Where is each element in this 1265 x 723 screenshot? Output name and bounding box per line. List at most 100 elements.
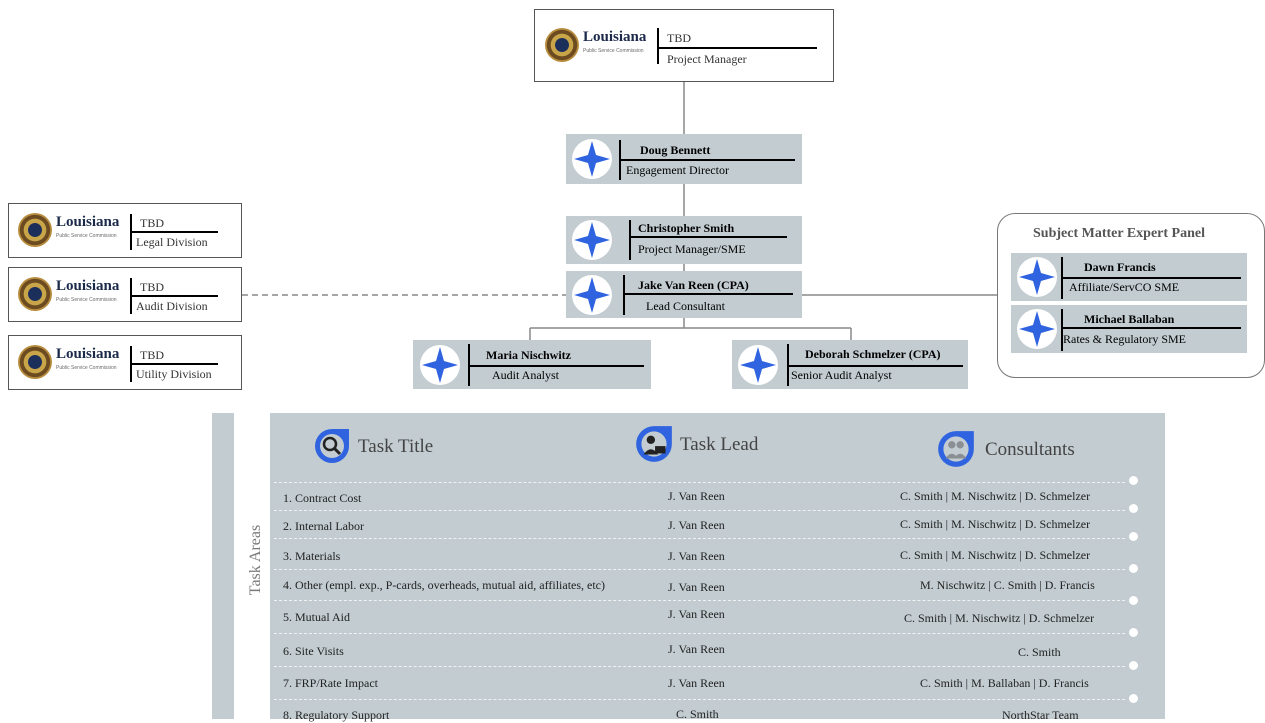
task-consultants-cell: M. Nischwitz | C. Smith | D. Francis: [920, 578, 1095, 592]
task-title-cell: 5. Mutual Aid: [283, 610, 351, 624]
person-role: Lead Consultant: [646, 299, 725, 313]
task-consultants-cell: C. Smith | M. Nischwitz | D. Schmelzer: [900, 489, 1091, 503]
psc-subtitle: Public Service Commission: [583, 48, 644, 54]
task-title-cell: 2. Internal Labor: [283, 519, 364, 533]
task-lead-icon: [633, 423, 675, 465]
person-role: Senior Audit Analyst: [791, 368, 892, 382]
card-christopher-smith: Christopher Smith Project Manager/SME: [566, 216, 802, 264]
card-doug-bennett: Doug Bennett Engagement Director: [566, 134, 802, 184]
row-dot: [1129, 694, 1138, 703]
task-consultants-cell: C. Smith: [1018, 645, 1061, 659]
person-role: Rates & Regulatory SME: [1063, 332, 1186, 346]
card-maria-nischwitz: Maria Nischwitz Audit Analyst: [413, 340, 651, 389]
row-dot: [1129, 476, 1138, 485]
magnifier-icon: [312, 426, 352, 466]
task-title-cell: 1. Contract Cost: [283, 491, 362, 505]
person-role: Audit Analyst: [492, 368, 560, 382]
person-name: Christopher Smith: [638, 221, 735, 235]
psc-seal-logo: [18, 213, 52, 247]
task-consultants-cell: C. Smith | M. Ballaban | D. Francis: [920, 676, 1089, 690]
person-name: Doug Bennett: [640, 143, 711, 157]
task-row: 8. Regulatory Support C. Smith NorthStar…: [274, 699, 1125, 722]
person-name: Dawn Francis: [1084, 260, 1156, 274]
task-title-cell: 8. Regulatory Support: [283, 708, 390, 722]
task-lead-cell: J. Van Reen: [668, 489, 725, 503]
psc-name: TBD: [667, 31, 691, 45]
task-row: 3. Materials J. Van Reen C. Smith | M. N…: [274, 538, 1125, 568]
task-title-cell: 7. FRP/Rate Impact: [283, 676, 378, 690]
northstar-icon: [420, 345, 460, 385]
northstar-icon: [572, 220, 612, 260]
psc-name: TBD: [140, 216, 164, 230]
task-lead-cell: J. Van Reen: [668, 676, 725, 690]
task-lead-cell: J. Van Reen: [668, 549, 725, 563]
task-title-cell: 4. Other (empl. exp., P-cards, overheads…: [283, 578, 606, 592]
task-row: 6. Site Visits J. Van Reen C. Smith: [274, 633, 1125, 663]
task-consultants-cell: C. Smith | M. Nischwitz | D. Schmelzer: [904, 611, 1095, 625]
task-title-cell: 3. Materials: [283, 549, 341, 563]
psc-role: Legal Division: [136, 235, 208, 249]
psc-audit-division-box: Louisiana Public Service Commission TBD …: [8, 267, 242, 322]
northstar-icon: [1017, 309, 1057, 349]
task-row: 2. Internal Labor J. Van Reen C. Smith |…: [274, 510, 1125, 540]
psc-role: Utility Division: [136, 367, 212, 381]
person-name: Jake Van Reen (CPA): [638, 278, 749, 292]
psc-seal-logo: [18, 345, 52, 379]
task-consultants-cell: C. Smith | M. Nischwitz | D. Schmelzer: [900, 548, 1091, 562]
task-title-cell: 6. Site Visits: [283, 644, 344, 658]
task-areas-label: Task Areas: [247, 524, 264, 596]
task-consultants-cell: C. Smith | M. Nischwitz | D. Schmelzer: [900, 517, 1091, 531]
northstar-icon: [1017, 257, 1057, 297]
northstar-icon: [572, 139, 612, 179]
task-lead-cell: J. Van Reen: [668, 642, 725, 656]
person-name: Michael Ballaban: [1084, 312, 1175, 326]
psc-wordmark: Louisiana: [56, 214, 120, 230]
psc-seal-logo: [18, 277, 52, 311]
psc-wordmark: Louisiana: [56, 346, 120, 362]
task-consultants-cell: NorthStar Team: [1002, 708, 1079, 722]
task-lead-cell: J. Van Reen: [668, 607, 725, 621]
row-dot: [1129, 504, 1138, 513]
task-lead-cell: J. Van Reen: [668, 518, 725, 532]
consultants-icon: [935, 428, 977, 470]
psc-utility-division-box: Louisiana Public Service Commission TBD …: [8, 335, 242, 390]
psc-wordmark: Louisiana: [583, 29, 647, 45]
psc-subtitle: Public Service Commission: [56, 233, 117, 239]
task-row: 5. Mutual Aid J. Van Reen C. Smith | M. …: [274, 600, 1125, 630]
psc-seal-logo: [545, 28, 579, 62]
person-role: Engagement Director: [626, 163, 729, 177]
person-role: Project Manager/SME: [638, 242, 746, 256]
sme-panel-title: Subject Matter Expert Panel: [1033, 226, 1205, 241]
psc-subtitle: Public Service Commission: [56, 297, 117, 303]
task-areas-sidebar: [212, 413, 234, 719]
psc-subtitle: Public Service Commission: [56, 365, 117, 371]
row-dot: [1129, 628, 1138, 637]
psc-role: Audit Division: [136, 299, 208, 313]
card-dawn-francis: Dawn Francis Affiliate/ServCO SME: [1011, 253, 1247, 301]
psc-name: TBD: [140, 348, 164, 362]
row-dot: [1129, 661, 1138, 670]
task-row: 7. FRP/Rate Impact J. Van Reen C. Smith …: [274, 666, 1125, 696]
psc-project-manager-box: Louisiana Public Service Commission TBD …: [534, 9, 834, 82]
header-task-title: Task Title: [358, 436, 434, 457]
row-dot: [1129, 596, 1138, 605]
psc-name: TBD: [140, 280, 164, 294]
task-table-panel: [270, 413, 1165, 719]
card-deborah-schmelzer: Deborah Schmelzer (CPA) Senior Audit Ana…: [732, 340, 968, 389]
task-row: 4. Other (empl. exp., P-cards, overheads…: [274, 569, 1125, 599]
task-row: 1. Contract Cost J. Van Reen C. Smith | …: [274, 482, 1125, 512]
psc-wordmark: Louisiana: [56, 278, 120, 294]
psc-legal-division-box: Louisiana Public Service Commission TBD …: [8, 203, 242, 258]
person-name: Deborah Schmelzer (CPA): [805, 347, 941, 361]
task-lead-cell: C. Smith: [676, 707, 719, 721]
psc-role: Project Manager: [667, 52, 747, 66]
row-dot: [1129, 564, 1138, 573]
header-consultants: Consultants: [985, 439, 1075, 460]
task-lead-cell: J. Van Reen: [668, 580, 725, 594]
card-jake-van-reen: Jake Van Reen (CPA) Lead Consultant: [566, 271, 802, 318]
northstar-icon: [738, 345, 778, 385]
person-role: Affiliate/ServCO SME: [1069, 280, 1180, 294]
northstar-icon: [572, 275, 612, 315]
card-michael-ballaban: Michael Ballaban Rates & Regulatory SME: [1011, 305, 1247, 353]
